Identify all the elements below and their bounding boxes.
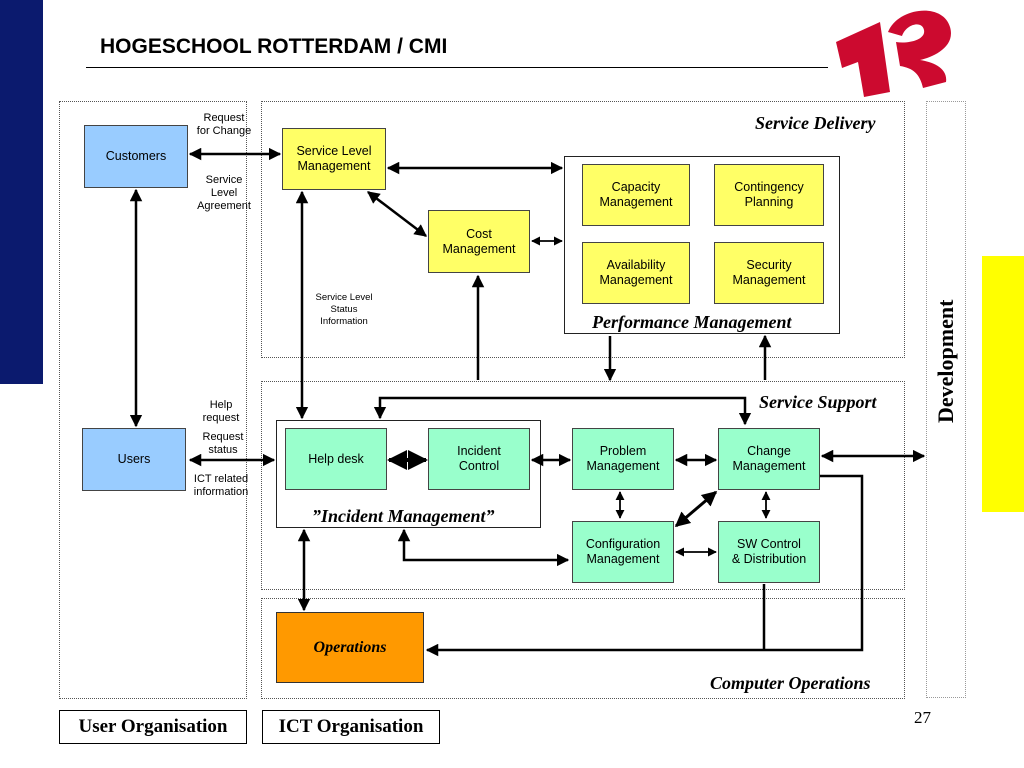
computer-operations-label: Computer Operations — [710, 673, 871, 693]
ict-related-information-note: ICT related information — [193, 473, 249, 498]
service-delivery-frame — [261, 101, 905, 358]
user-organisation-label: User Organisation — [59, 710, 247, 744]
incident-management-label: ”Incident Management” — [312, 506, 495, 526]
performance-management-frame — [564, 156, 840, 334]
help-request-note: Help request — [202, 399, 240, 424]
capacity-management-box: Capacity Management — [582, 164, 690, 226]
service-support-label: Service Support — [759, 392, 877, 412]
ict-organisation-label: ICT Organisation — [262, 710, 440, 744]
help-desk-box: Help desk — [285, 428, 387, 490]
users-box: Users — [82, 428, 186, 491]
left-sidebar-bar — [0, 0, 43, 384]
contingency-planning-box: Contingency Planning — [714, 164, 824, 226]
service-support-frame — [261, 381, 905, 590]
school-logo — [836, 10, 951, 97]
security-management-box: Security Management — [714, 242, 824, 304]
service-level-agreement-note: Service Level Agreement — [197, 174, 251, 212]
configuration-management-box: Configuration Management — [572, 521, 674, 583]
availability-management-box: Availability Management — [582, 242, 690, 304]
customers-box: Customers — [84, 125, 188, 188]
sw-control-distribution-box: SW Control & Distribution — [718, 521, 820, 583]
page-title: HOGESCHOOL ROTTERDAM / CMI — [100, 35, 448, 58]
request-status-note: Request status — [202, 431, 244, 456]
request-for-change-note: Request for Change — [196, 112, 252, 137]
service-delivery-label: Service Delivery — [755, 113, 876, 133]
cost-management-box: Cost Management — [428, 210, 530, 273]
operations-box: Operations — [276, 612, 424, 683]
service-level-status-note: Service Level Status Information — [315, 292, 373, 327]
incident-control-box: Incident Control — [428, 428, 530, 490]
yellow-side-bar — [982, 256, 1024, 512]
page-number: 27 — [914, 708, 931, 727]
development-label: Development — [933, 299, 958, 423]
performance-management-label: Performance Management — [592, 312, 792, 332]
problem-management-box: Problem Management — [572, 428, 674, 490]
computer-operations-frame — [261, 598, 905, 699]
change-management-box: Change Management — [718, 428, 820, 490]
header-divider — [86, 67, 828, 68]
user-organisation-frame — [59, 101, 247, 699]
service-level-management-box: Service Level Management — [282, 128, 386, 190]
development-column — [926, 101, 966, 698]
